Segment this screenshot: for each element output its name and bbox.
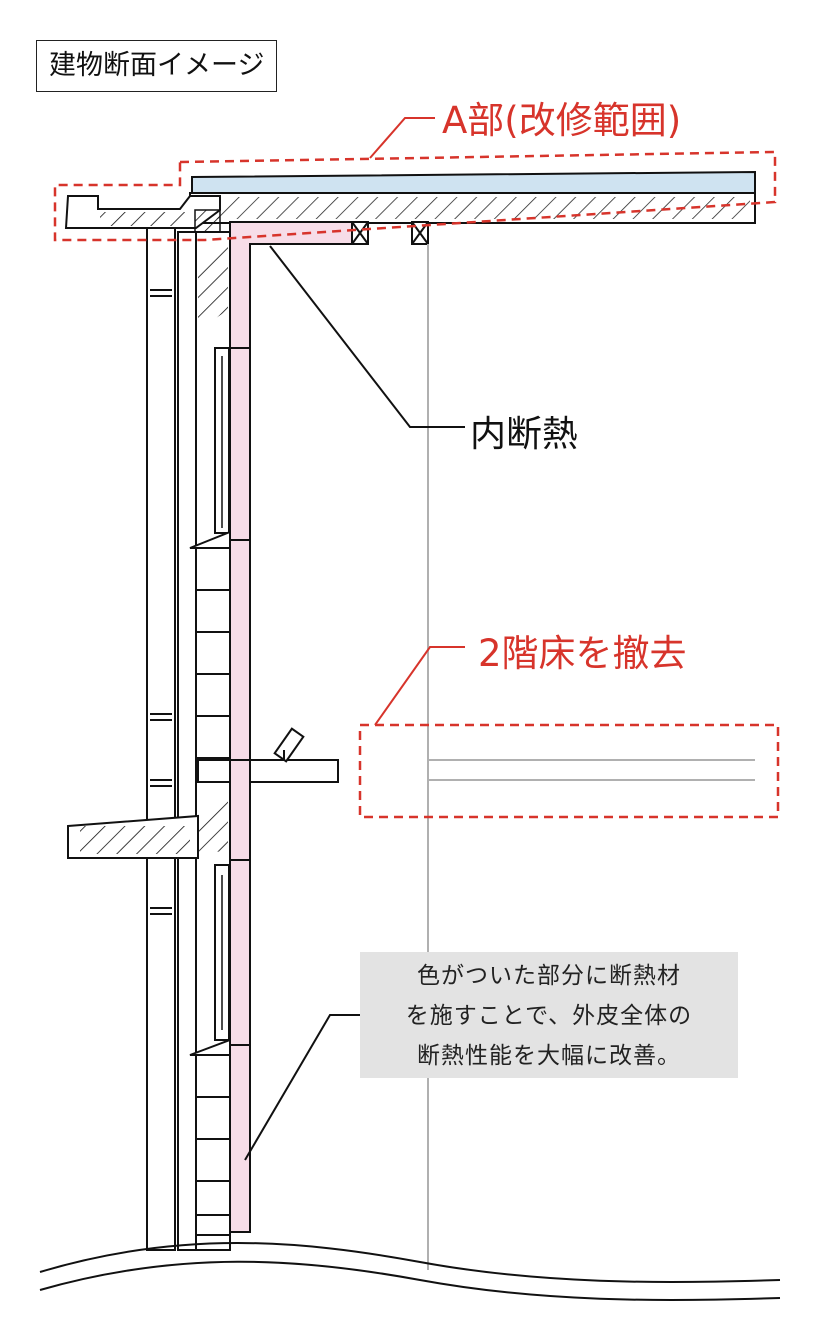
light-fixture xyxy=(273,727,305,763)
note-box: 色がついた部分に断熱材 を施すことで、外皮全体の 断熱性能を大幅に改善。 xyxy=(360,952,738,1078)
renovation-area-outline xyxy=(53,150,777,242)
grid-line xyxy=(427,244,755,1270)
ceiling-joists xyxy=(351,221,429,245)
removed-floor-outline xyxy=(358,723,780,819)
roof-slab xyxy=(189,170,756,224)
lower-window xyxy=(189,864,231,1056)
note-line: 色がついた部分に断熱材 xyxy=(417,963,681,989)
a-part-label: A部(改修範囲) xyxy=(442,99,682,142)
note-line: 断熱性能を大幅に改善。 xyxy=(417,1043,681,1069)
leader-lines xyxy=(244,117,465,1161)
note-line: を施すことで、外皮全体の xyxy=(405,1003,693,1029)
ground-line xyxy=(39,1242,781,1302)
second-floor-label: 2階床を撤去 xyxy=(478,632,687,675)
exterior-wall xyxy=(146,227,197,1251)
eaves xyxy=(64,195,221,248)
diagram-title: 建物断面イメージ xyxy=(36,40,278,92)
inner-insulation-label: 内断熱 xyxy=(470,414,579,455)
